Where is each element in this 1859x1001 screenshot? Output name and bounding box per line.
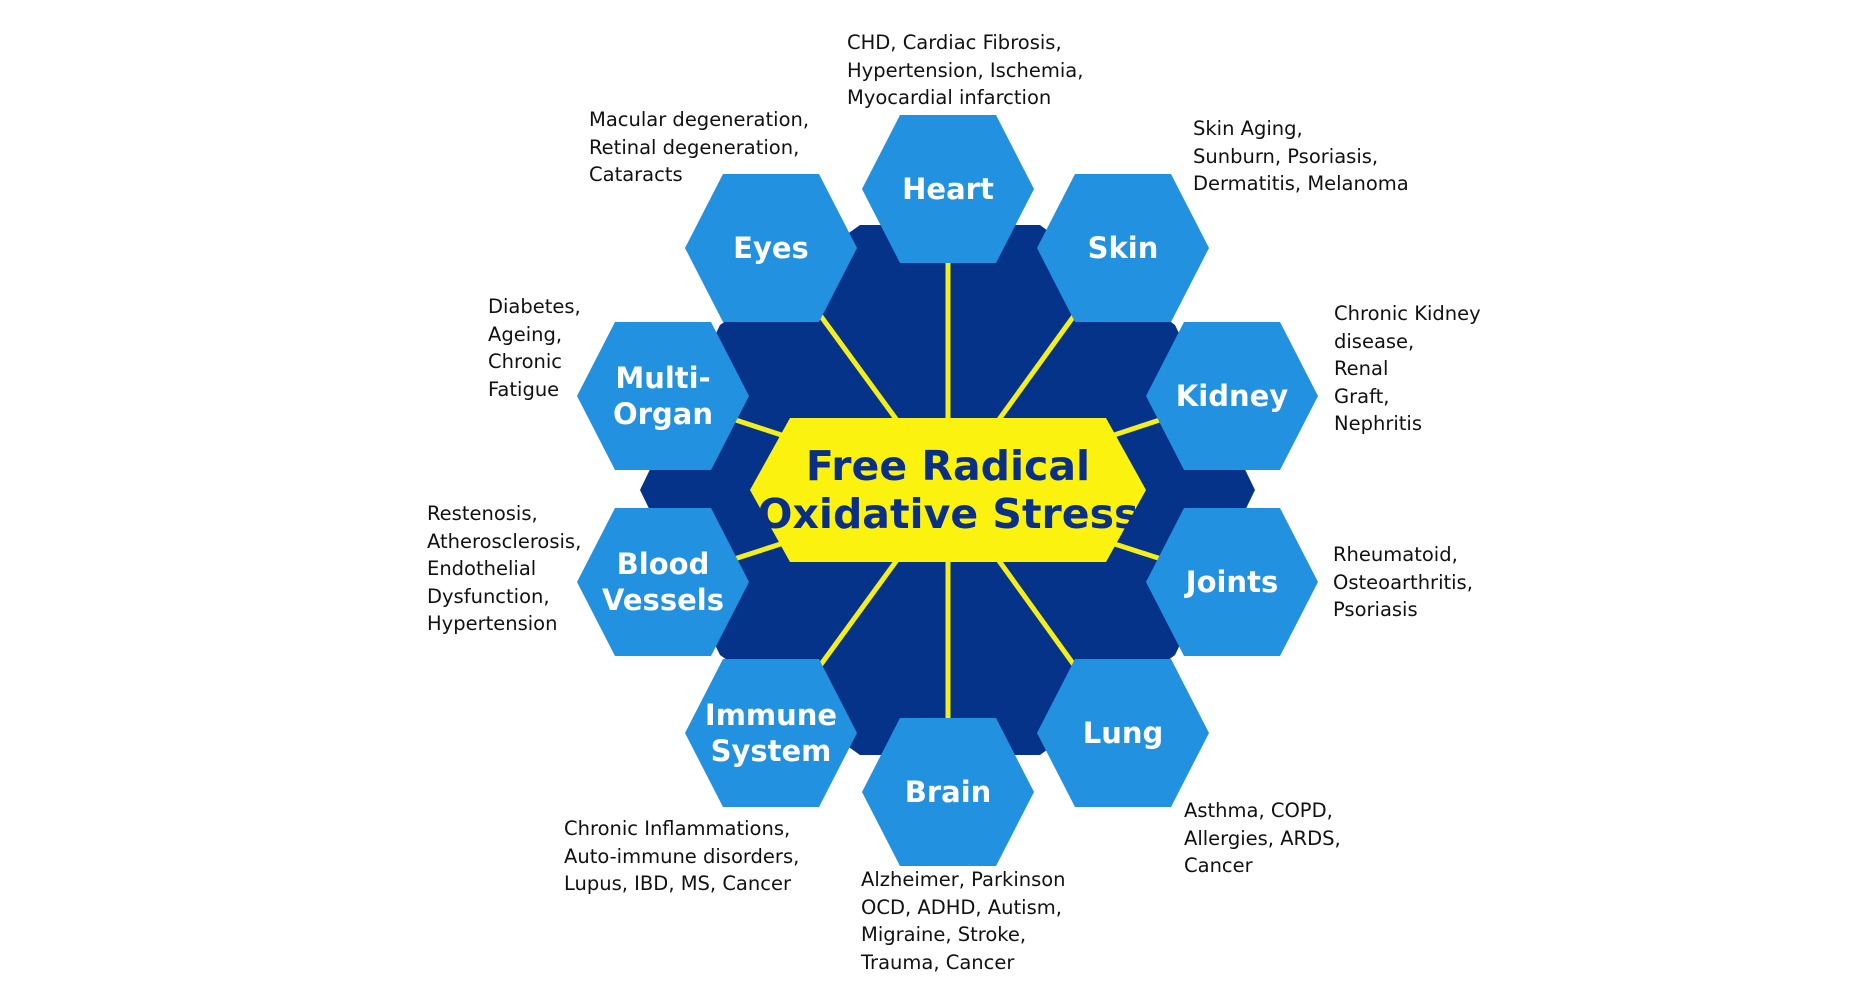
joints-conditions: Rheumatoid, Osteoarthritis, Psoriasis <box>1333 541 1473 624</box>
eyes-label: Eyes <box>733 231 809 265</box>
brain-node: Brain <box>862 718 1034 866</box>
skin-hexagon <box>1037 174 1209 322</box>
lung-conditions: Asthma, COPD, Allergies, ARDS, Cancer <box>1184 797 1341 880</box>
heart-label: Heart <box>902 172 994 206</box>
immune-system-conditions: Chronic Inflammations, Auto-immune disord… <box>564 815 799 898</box>
joints-label-line: Joints <box>1184 565 1278 599</box>
skin-conditions: Skin Aging, Sunburn, Psoriasis, Dermatitis… <box>1193 115 1409 198</box>
immune-system-label-line: System <box>711 734 832 768</box>
brain-hexagon <box>862 718 1034 866</box>
immune-system-condition-line: Chronic Inflammations, <box>564 817 791 840</box>
blood-vessels-condition-line: Hypertension <box>427 612 558 635</box>
multi-organ-label-line: Organ <box>613 397 713 431</box>
joints-condition-line: Rheumatoid, <box>1333 543 1458 566</box>
immune-system-condition-line: Auto-immune disorders, <box>564 844 800 868</box>
kidney-condition-line: Nephritis <box>1334 412 1422 435</box>
immune-system-hexagon <box>685 659 857 807</box>
joints-condition-line: Osteoarthritis, <box>1333 570 1473 594</box>
lung-label: Lung <box>1083 716 1164 750</box>
eyes-condition-line: Macular degeneration, <box>589 108 810 131</box>
blood-vessels-condition-line: Dysfunction, <box>427 584 550 608</box>
heart-condition-line: Hypertension, Ischemia, <box>847 58 1084 82</box>
lung-condition-line: Allergies, ARDS, <box>1184 826 1341 850</box>
kidney-label-line: Kidney <box>1176 379 1288 413</box>
heart-condition-line: CHD, Cardiac Fibrosis, <box>847 31 1062 54</box>
skin-condition-line: Dermatitis, Melanoma <box>1193 172 1409 195</box>
blood-vessels-label-line: Vessels <box>602 583 724 617</box>
eyes-condition-line: Cataracts <box>589 163 683 186</box>
kidney-condition-line: Renal <box>1334 357 1389 380</box>
brain-condition-line: Alzheimer, Parkinson <box>861 868 1066 891</box>
heart-condition-line: Myocardial infarction <box>847 86 1052 109</box>
multi-organ-label-line: Multi- <box>615 361 710 395</box>
skin-label: Skin <box>1088 231 1159 265</box>
kidney-condition-line: Graft, <box>1334 384 1390 408</box>
multi-organ-condition-line: Ageing, <box>488 322 563 346</box>
heart-conditions: CHD, Cardiac Fibrosis, Hypertension, Isch… <box>847 29 1083 112</box>
multi-organ-node: Multi-Organ <box>577 322 749 470</box>
skin-node: Skin <box>1037 174 1209 322</box>
blood-vessels-label-line: Blood <box>617 547 710 581</box>
lung-label-line: Lung <box>1083 716 1164 750</box>
multi-organ-label: Multi-Organ <box>613 361 713 431</box>
skin-label-line: Skin <box>1088 231 1159 265</box>
eyes-label-line: Eyes <box>733 231 809 265</box>
eyes-condition-line: Retinal degeneration, <box>589 135 800 159</box>
kidney-node: Kidney <box>1146 322 1318 470</box>
hub-title-line: Free Radical <box>806 442 1090 490</box>
multi-organ-hexagon <box>577 322 749 470</box>
blood-vessels-hexagon <box>577 508 749 656</box>
lung-node: Lung <box>1037 659 1209 807</box>
eyes-node: Eyes <box>685 174 857 322</box>
kidney-label: Kidney <box>1176 379 1288 413</box>
kidney-condition-line: disease, <box>1334 329 1415 353</box>
lung-hexagon <box>1037 659 1209 807</box>
lung-condition-line: Cancer <box>1184 854 1253 877</box>
eyes-hexagon <box>685 174 857 322</box>
multi-organ-condition-line: Chronic <box>488 350 562 373</box>
brain-condition-line: OCD, ADHD, Autism, <box>861 895 1062 919</box>
hub-hexagon <box>750 418 1146 562</box>
skin-condition-line: Skin Aging, <box>1193 117 1303 140</box>
brain-label-line: Brain <box>905 775 992 809</box>
brain-condition-line: Trauma, Cancer <box>861 950 1015 974</box>
brain-condition-line: Migraine, Stroke, <box>861 923 1027 946</box>
kidney-condition-line: Chronic Kidney <box>1334 302 1481 325</box>
heart-node: Heart <box>862 115 1034 263</box>
multi-organ-condition-line: Diabetes, <box>488 295 581 318</box>
heart-label-line: Heart <box>902 172 994 206</box>
multi-organ-condition-line: Fatigue <box>488 377 560 401</box>
brain-label: Brain <box>905 775 992 809</box>
lung-condition-line: Asthma, COPD, <box>1184 799 1333 822</box>
joints-label: Joints <box>1184 565 1278 599</box>
skin-condition-line: Sunburn, Psoriasis, <box>1193 144 1379 168</box>
immune-system-condition-line: Lupus, IBD, MS, Cancer <box>564 872 791 895</box>
joints-condition-line: Psoriasis <box>1333 598 1418 621</box>
blood-vessels-condition-line: Restenosis, <box>427 502 538 525</box>
heart-hexagon <box>862 115 1034 263</box>
hub-title-line: Oxidative Stress <box>758 490 1139 538</box>
joints-node: Joints <box>1146 508 1318 656</box>
kidney-hexagon <box>1146 322 1318 470</box>
blood-vessels-condition-line: Endothelial <box>427 557 537 580</box>
eyes-conditions: Macular degeneration, Retinal degeneratio… <box>589 106 809 189</box>
immune-system-label-line: Immune <box>705 698 837 732</box>
joints-hexagon <box>1146 508 1318 656</box>
blood-vessels-condition-line: Atherosclerosis, <box>427 529 582 553</box>
